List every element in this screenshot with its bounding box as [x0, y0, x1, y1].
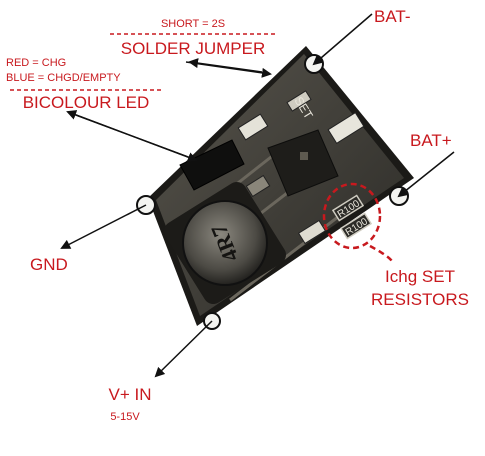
- inductor-coil: [182, 200, 268, 286]
- arrow-bicolour-led-back: [66, 110, 197, 161]
- smd-small: [286, 90, 312, 112]
- smd-cap-large: [327, 112, 365, 144]
- resistor-highlight-circle: [322, 182, 382, 250]
- smd-bottom: [297, 219, 327, 245]
- ic-pin: [300, 152, 308, 160]
- sense-resistor-2: [339, 212, 373, 240]
- arrow-solder-jumper-to-board: [185, 61, 272, 78]
- arrow-bat-plus: [397, 151, 455, 198]
- v-in-label: V+ IN: [109, 385, 152, 404]
- bicolour-led-label: BICOLOUR LED: [23, 93, 150, 112]
- short-2s-label: SHORT = 2S: [161, 18, 225, 30]
- bat-plus-label: BAT+: [410, 131, 452, 150]
- ic-chip: [267, 129, 339, 197]
- sense-resistor-1: [331, 194, 365, 222]
- gnd-label: GND: [30, 255, 68, 274]
- smd-cap: [237, 113, 269, 141]
- arrow-vin: [154, 320, 213, 378]
- pcb-board: R100 R100 SET 4R7: [136, 46, 414, 330]
- smd-part: [245, 174, 271, 198]
- arrow-bat-minus: [312, 13, 373, 66]
- diode: [179, 139, 245, 191]
- resistors-label: RESISTORS: [371, 290, 469, 309]
- arrow-gnd: [60, 204, 147, 249]
- v-range-label: 5-15V: [110, 411, 140, 423]
- bat-minus-label: BAT-: [374, 7, 411, 26]
- inductor: 4R7: [164, 182, 286, 304]
- resistor-highlight-leader: [369, 244, 394, 263]
- ichg-set-label: Ichg SET: [385, 267, 455, 286]
- red-chg-label: RED = CHG: [6, 57, 66, 69]
- solder-jumper-label: SOLDER JUMPER: [121, 39, 266, 58]
- blue-chgd-label: BLUE = CHGD/EMPTY: [6, 72, 121, 84]
